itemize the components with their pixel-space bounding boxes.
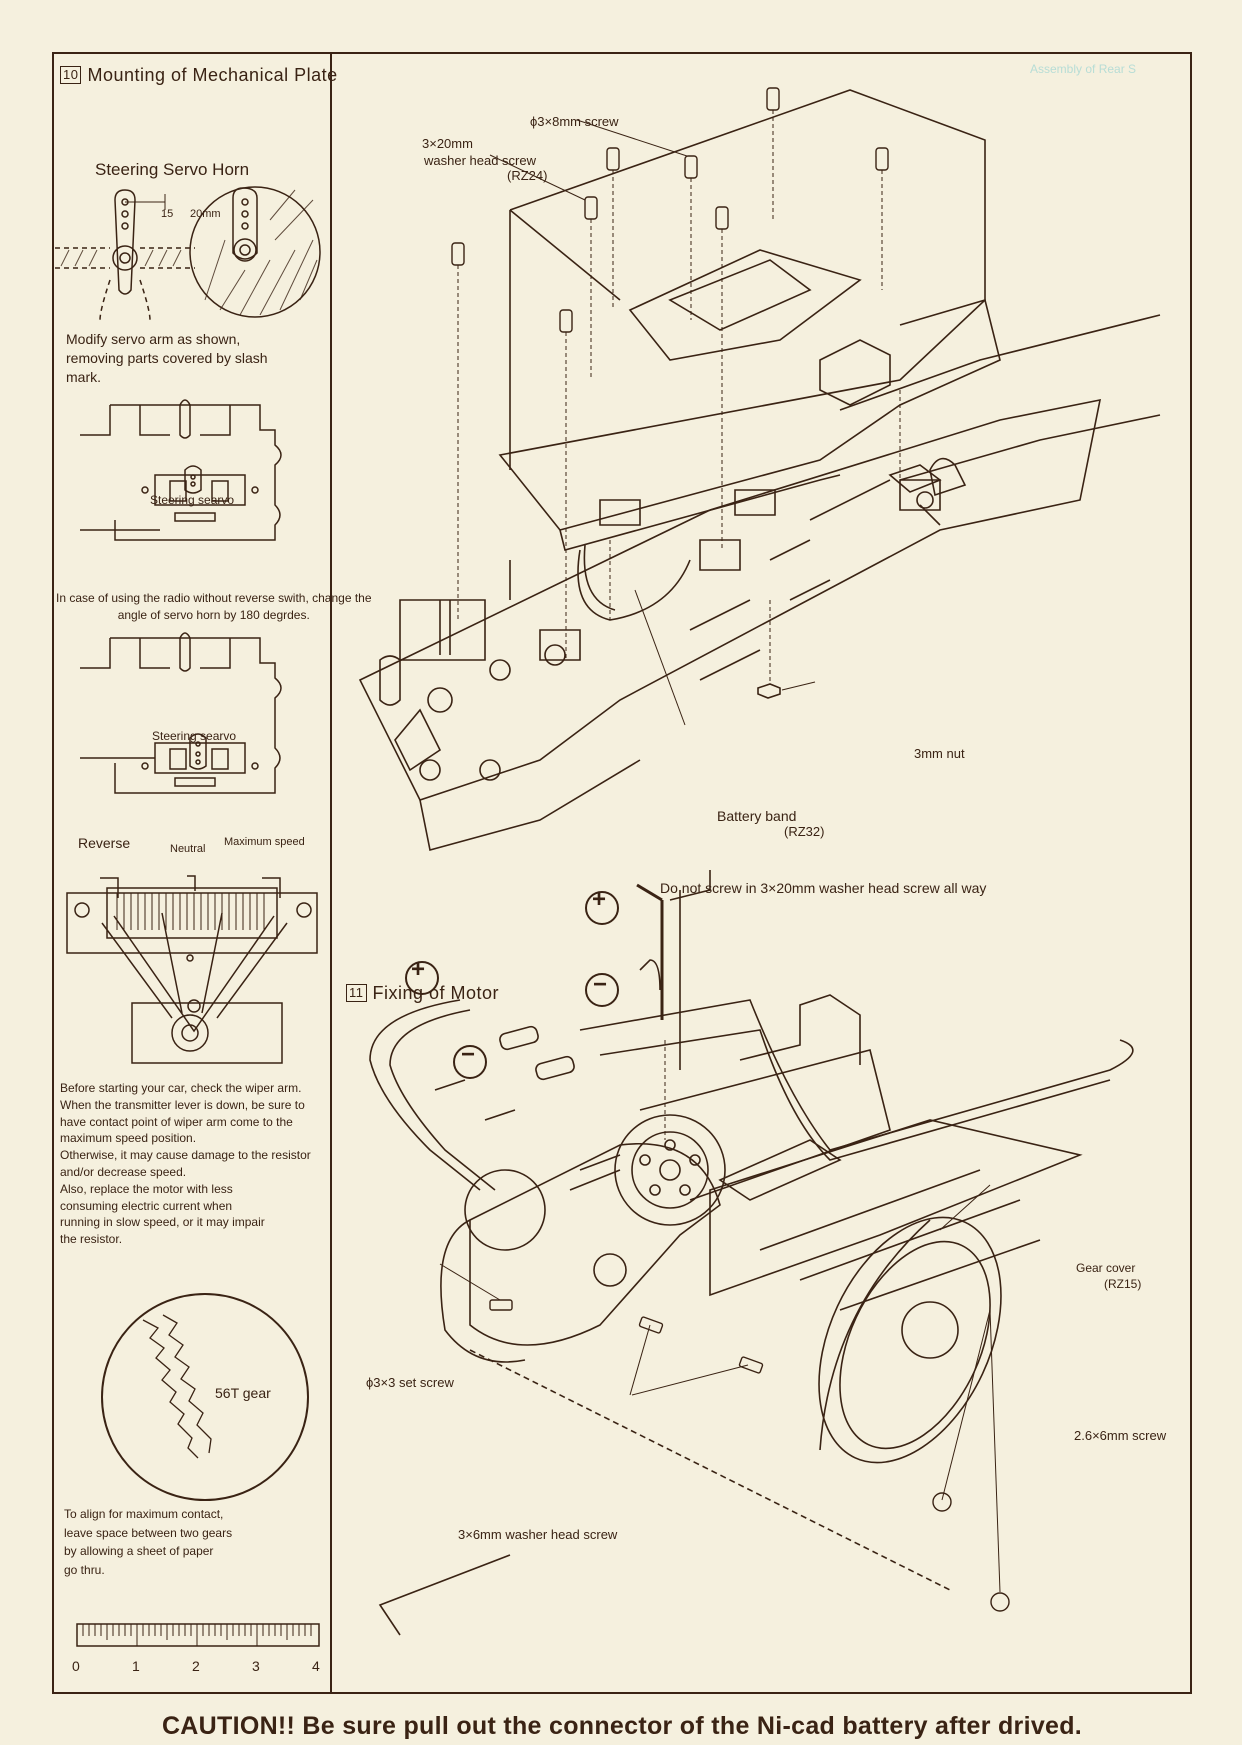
ruler-label-0: 0 [72, 1658, 80, 1674]
plus-sign-1: + [411, 956, 426, 983]
battery-band-code: (RZ32) [784, 824, 825, 839]
screw-3x8-label: ϕ3×8mm screw [530, 114, 619, 129]
steering-servo-label-1: Steering searvo [150, 493, 235, 507]
maximum-speed-label: Maximum speed [224, 836, 305, 848]
ruler-label-1: 1 [132, 1658, 140, 1674]
speed-controller-illustration [62, 858, 330, 1068]
dim-15-label: 15 [161, 208, 174, 220]
horn-title: Steering Servo Horn [95, 160, 250, 179]
scale-ruler [75, 1622, 325, 1652]
neutral-label: Neutral [170, 843, 206, 855]
servo-bracket-1 [80, 395, 290, 550]
ruler-label-2: 2 [192, 1658, 200, 1674]
modify-note: Modify servo arm as shown, removing part… [66, 331, 268, 385]
section-11-heading: 11 Fixing of Motor [346, 983, 499, 1004]
motor-diagram [340, 980, 1190, 1680]
minus-sign-2: − [593, 971, 608, 998]
reverse-note: In case of using the radio without rever… [56, 591, 372, 622]
section-10-heading: 10 Mounting of Mechanical Plate [60, 65, 338, 86]
ruler-label-4: 4 [312, 1658, 320, 1674]
reverse-label: Reverse [78, 835, 131, 851]
steering-servo-label-2: Steering searvo [152, 729, 237, 743]
minus-sign-1: − [461, 1041, 476, 1068]
washer-screw-label: 3×6mm washer head screw [458, 1527, 618, 1542]
gear-mesh-illustration [98, 1290, 313, 1505]
mechanical-plate-diagram [340, 60, 1190, 880]
wiper-note: Before starting your car, check the wipe… [60, 1081, 311, 1247]
nut-3mm-label: 3mm nut [914, 746, 965, 761]
battery-band-label: Battery band [717, 808, 797, 824]
column-divider [330, 54, 332, 1692]
page-frame [52, 52, 1192, 1694]
section-10-title: Mounting of Mechanical Plate [87, 65, 338, 85]
screw-2-6x6-label: 2.6×6mm screw [1074, 1428, 1167, 1443]
screw-3x20-label-line2: washer head screw [424, 153, 536, 168]
set-screw-label: ϕ3×3 set screw [366, 1375, 454, 1390]
section-10-number: 10 [60, 66, 82, 84]
bleed-through-text: Assembly of Rear S [1030, 62, 1137, 76]
caution-banner: CAUTION!! Be sure pull out the connector… [161, 1712, 1083, 1740]
servo-horn-illustration [55, 180, 335, 320]
screw-3x20-code: (RZ24) [507, 168, 548, 183]
plus-sign-2: + [592, 886, 607, 913]
ruler-label-3: 3 [252, 1658, 260, 1674]
section-11-title: Fixing of Motor [372, 983, 500, 1003]
gear-56t-label: 56T gear [215, 1385, 271, 1401]
align-note: To align for maximum contact, leave spac… [64, 1507, 233, 1577]
servo-bracket-2 [80, 628, 290, 803]
screw-warning: Do not screw in 3×20mm washer head screw… [660, 880, 987, 896]
gear-cover-code: (RZ15) [1104, 1277, 1142, 1291]
dim-20mm-label: 20mm [190, 208, 221, 220]
section-11-number: 11 [346, 984, 367, 1002]
screw-3x20-label-line1: 3×20mm [422, 136, 473, 151]
gear-cover-label: Gear cover [1076, 1261, 1136, 1275]
